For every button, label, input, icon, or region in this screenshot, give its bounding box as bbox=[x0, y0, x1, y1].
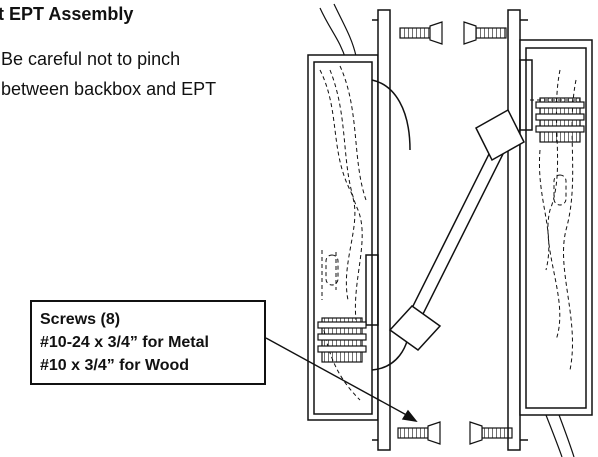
callout-metal-spec: #10-24 x 3/4” for Metal bbox=[40, 334, 209, 351]
note-line-2: between backbox and EPT bbox=[1, 79, 217, 99]
left-spring bbox=[317, 317, 367, 363]
section-heading: t EPT Assembly bbox=[0, 4, 134, 24]
screws-callout-box: Screws (8) #10-24 x 3/4” for Metal #10 x… bbox=[30, 300, 266, 385]
caution-note: Be careful not to pinch between backbox … bbox=[1, 44, 216, 104]
note-line-1: Be careful not to pinch bbox=[1, 49, 181, 69]
screws-top bbox=[399, 21, 507, 45]
screws-bottom bbox=[397, 421, 513, 445]
right-backbox bbox=[507, 9, 593, 451]
callout-leader-arrow bbox=[265, 337, 418, 422]
right-spring bbox=[535, 97, 585, 143]
ept-rod bbox=[388, 108, 525, 351]
left-backbox bbox=[307, 9, 411, 451]
callout-wood-spec: #10 x 3/4” for Wood bbox=[40, 357, 190, 374]
callout-title: Screws (8) bbox=[40, 311, 121, 328]
